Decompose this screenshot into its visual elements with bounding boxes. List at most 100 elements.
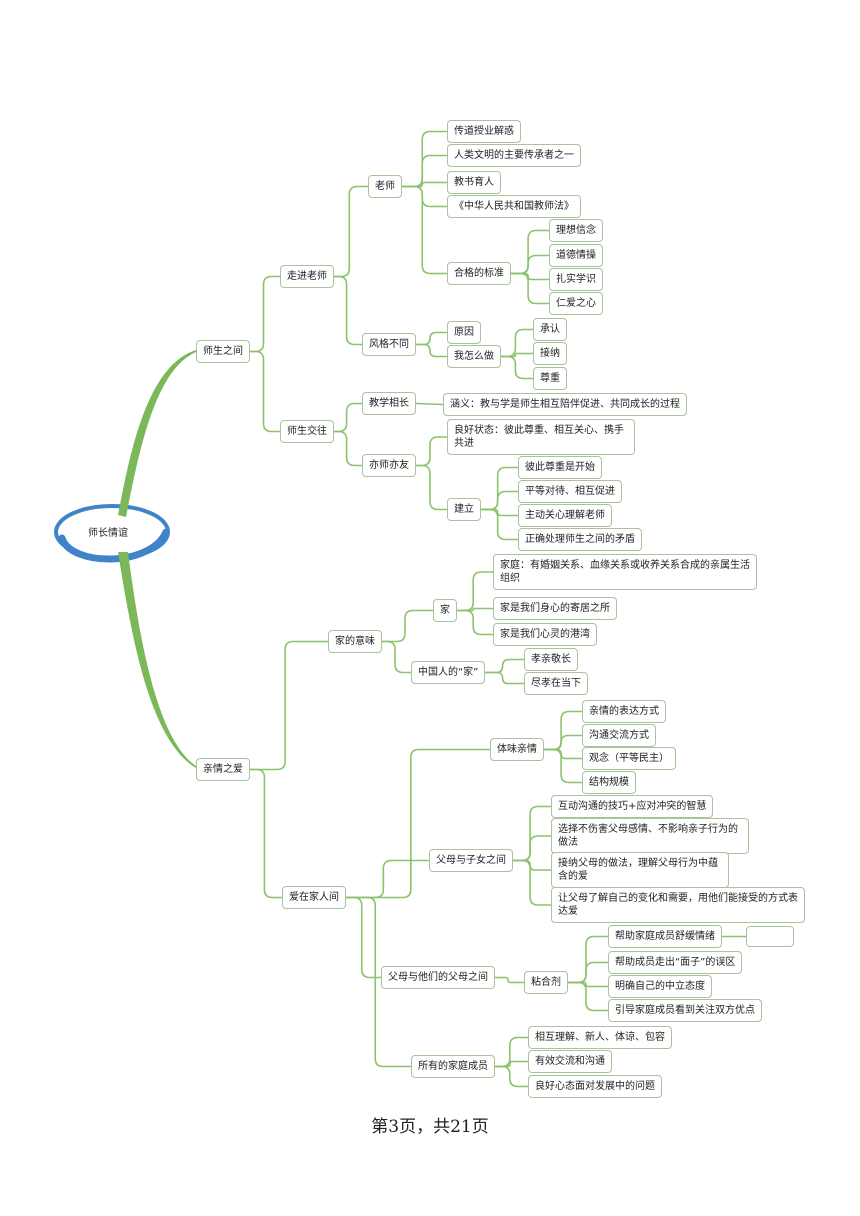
connector-line-1-0 xyxy=(334,185,368,278)
node-jianli-4[interactable]: 正确处理师生之间的矛盾 xyxy=(518,528,642,551)
connector-line-4-0 xyxy=(416,331,447,346)
connector-line-9-2 xyxy=(481,508,518,517)
node-label: 孝亲敬长 xyxy=(531,654,571,665)
node-empty[interactable] xyxy=(746,926,794,947)
node-lianghao[interactable]: 良好状态：彼此尊重、相互关心、携手共进 xyxy=(447,419,635,455)
node-hege-3[interactable]: 扎实学识 xyxy=(549,268,603,291)
node-nh-1[interactable]: 帮助家庭成员舒缓情绪 xyxy=(608,925,722,948)
node-label: 家 xyxy=(440,605,450,616)
node-jiating[interactable]: 家庭：有婚姻关系、血缘关系或收养关系合成的亲属生活组织 xyxy=(493,554,757,590)
node-l4-4[interactable]: 《中华人民共和国教师法》 xyxy=(447,195,581,218)
node-fumu-fumu[interactable]: 父母与他们的父母之间 xyxy=(381,966,495,989)
node-hege[interactable]: 合格的标准 xyxy=(447,262,511,285)
main-branch-line-2 xyxy=(118,552,196,768)
node-jia[interactable]: 家 xyxy=(433,599,457,622)
node-label: 亲情的表达方式 xyxy=(589,706,659,717)
node-label: 我怎么做 xyxy=(454,351,494,362)
node-qinqing[interactable]: 亲情之爱 xyxy=(196,758,250,781)
node-tiwei[interactable]: 体味亲情 xyxy=(490,738,544,761)
node-sy-2[interactable]: 有效交流和沟通 xyxy=(528,1050,612,1073)
node-hege-4[interactable]: 仁爱之心 xyxy=(549,292,603,315)
node-tiwei-3[interactable]: 观念（平等民主） xyxy=(582,747,676,770)
node-fz-2[interactable]: 选择不伤害父母感情、不影响亲子行为的做法 xyxy=(551,818,749,854)
node-jianli-3[interactable]: 主动关心理解老师 xyxy=(518,504,612,527)
node-l4-1[interactable]: 传道授业解惑 xyxy=(447,120,521,143)
node-fz-4[interactable]: 让父母了解自己的变化和需要，用他们能接受的方式表达爱 xyxy=(551,887,805,923)
node-fz-1[interactable]: 互动沟通的技巧+应对冲突的智慧 xyxy=(551,795,714,818)
node-label: 理想信念 xyxy=(556,225,596,236)
node-label: 选择不伤害父母感情、不影响亲子行为的做法 xyxy=(558,824,738,848)
connector-line-2-2 xyxy=(402,181,447,188)
node-l4-3[interactable]: 教书育人 xyxy=(447,171,501,194)
node-sy-3[interactable]: 良好心态面对发展中的问题 xyxy=(528,1075,662,1098)
node-label: 明确自己的中立态度 xyxy=(615,981,705,992)
node-l4-2[interactable]: 人类文明的主要传承者之一 xyxy=(447,144,581,167)
node-jinxiao[interactable]: 尽孝在当下 xyxy=(524,672,588,695)
node-suoyou[interactable]: 所有的家庭成员 xyxy=(411,1055,495,1078)
connector-line-16-1 xyxy=(513,835,551,862)
node-xiaoqin[interactable]: 孝亲敬长 xyxy=(524,648,578,671)
connector-line-6-1 xyxy=(334,430,362,467)
node-tiwei-1[interactable]: 亲情的表达方式 xyxy=(582,700,666,723)
node-zunzhong[interactable]: 尊重 xyxy=(533,367,567,390)
node-tiwei-2[interactable]: 沟通交流方式 xyxy=(582,724,656,747)
node-label: 尊重 xyxy=(540,373,560,384)
connector-line-1-1 xyxy=(334,275,362,346)
node-label: 主动关心理解老师 xyxy=(525,510,605,521)
node-nh-4[interactable]: 引导家庭成员看到关注双方优点 xyxy=(608,999,762,1022)
main-branch-line-1 xyxy=(118,350,196,517)
node-hege-1[interactable]: 理想信念 xyxy=(549,219,603,242)
node-sy-1[interactable]: 相互理解、新人、体谅、包容 xyxy=(528,1026,672,1049)
connector-line-2-3 xyxy=(402,185,447,208)
node-jianli[interactable]: 建立 xyxy=(447,498,481,521)
node-label: 让父母了解自己的变化和需要，用他们能接受的方式表达爱 xyxy=(558,893,798,917)
node-zoujin[interactable]: 走进老师 xyxy=(280,265,334,288)
node-hege-2[interactable]: 道德情操 xyxy=(549,244,603,267)
node-jiade[interactable]: 家的意味 xyxy=(328,630,382,653)
node-label: 人类文明的主要传承者之一 xyxy=(454,150,574,161)
connector-line-13-0 xyxy=(485,658,524,674)
node-label: 家庭：有婚姻关系、血缘关系或收养关系合成的亲属生活组织 xyxy=(500,560,750,584)
node-yuanyin[interactable]: 原因 xyxy=(447,321,481,344)
connector-line-5-2 xyxy=(501,355,533,380)
connector-line-20-1 xyxy=(495,1060,528,1068)
node-label: 接纳父母的做法，理解父母行为中蕴含的爱 xyxy=(558,858,718,882)
connector-line-3-2 xyxy=(511,272,549,281)
node-label: 家的意味 xyxy=(335,636,375,647)
node-fumu-zinv[interactable]: 父母与子女之间 xyxy=(429,849,513,872)
node-shizhi[interactable]: 师生之间 xyxy=(196,340,250,363)
connector-line-12-0 xyxy=(457,571,493,612)
connector-line-3-3 xyxy=(511,272,549,305)
node-label: 教书育人 xyxy=(454,177,494,188)
node-jiena[interactable]: 接纳 xyxy=(533,342,567,365)
node-fengge[interactable]: 风格不同 xyxy=(362,333,416,356)
node-label: 良好状态：彼此尊重、相互关心、携手共进 xyxy=(454,425,624,449)
node-aizai[interactable]: 爱在家人间 xyxy=(282,886,346,909)
node-nh-2[interactable]: 帮助成员走出“面子”的误区 xyxy=(608,951,743,974)
node-jianli-2[interactable]: 平等对待、相互促进 xyxy=(518,480,622,503)
node-label: 合格的标准 xyxy=(454,268,504,279)
node-fz-3[interactable]: 接纳父母的做法，理解父母行为中蕴含的爱 xyxy=(551,852,729,888)
node-wozenme[interactable]: 我怎么做 xyxy=(447,345,501,368)
node-label: 良好心态面对发展中的问题 xyxy=(535,1081,655,1092)
connector-line-12-1 xyxy=(457,607,493,612)
node-zhongguo[interactable]: 中国人的“家” xyxy=(411,661,486,684)
node-nh-3[interactable]: 明确自己的中立态度 xyxy=(608,975,712,998)
node-tiwei-4[interactable]: 结构规模 xyxy=(582,771,636,794)
node-label: 亦师亦友 xyxy=(369,460,409,471)
node-jiaowang[interactable]: 师生交往 xyxy=(280,420,334,443)
node-yishi[interactable]: 亦师亦友 xyxy=(362,454,416,477)
node-jia-2[interactable]: 家是我们身心的寄居之所 xyxy=(493,597,617,620)
node-label: 爱在家人间 xyxy=(289,892,339,903)
node-chengren[interactable]: 承认 xyxy=(533,318,567,341)
node-jiaoxue[interactable]: 教学相长 xyxy=(362,392,416,415)
node-laoshi[interactable]: 老师 xyxy=(368,175,402,198)
node-jianli-1[interactable]: 彼此尊重是开始 xyxy=(518,456,602,479)
node-nianheji[interactable]: 粘合剂 xyxy=(524,971,568,994)
connector-line-2-4 xyxy=(402,185,447,275)
node-hanyi[interactable]: 涵义：教与学是师生相互陪伴促进、共同成长的过程 xyxy=(443,393,687,416)
connector-line-3-1 xyxy=(511,254,549,275)
node-jia-3[interactable]: 家是我们心灵的港湾 xyxy=(493,623,597,646)
node-label: 父母与子女之间 xyxy=(436,855,506,866)
